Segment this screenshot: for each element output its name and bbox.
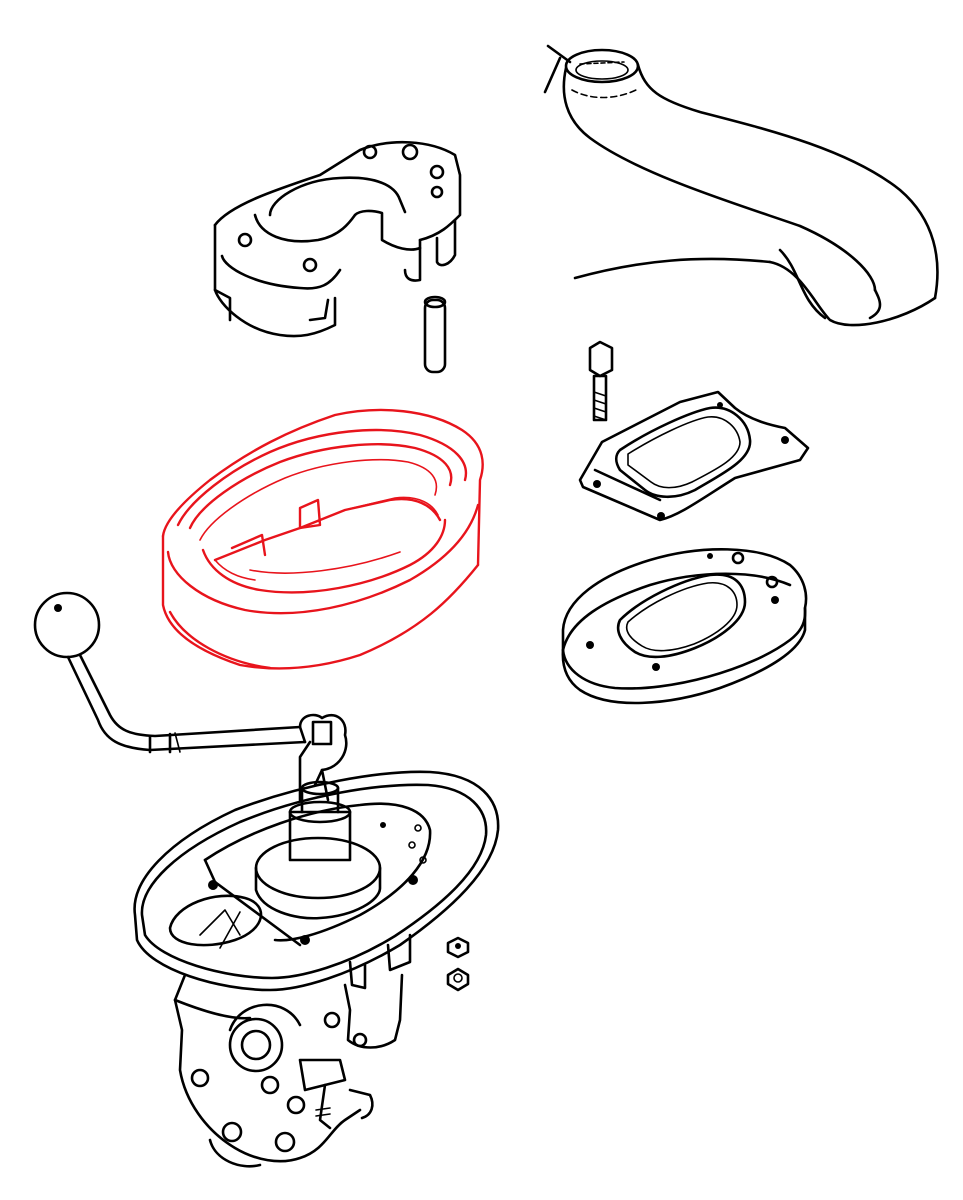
seal-boot[interactable] [161,408,484,670]
bolt[interactable] [588,340,614,422]
boot-retainer-plate[interactable] [578,390,810,522]
shifter-bezel[interactable] [213,140,462,338]
shift-boot-retainer[interactable] [561,548,808,705]
shift-boot[interactable] [543,44,939,327]
shift-lever[interactable] [33,591,348,802]
nuts[interactable] [446,936,470,992]
pin[interactable] [423,295,447,374]
shifter-assembly[interactable] [133,770,500,1168]
